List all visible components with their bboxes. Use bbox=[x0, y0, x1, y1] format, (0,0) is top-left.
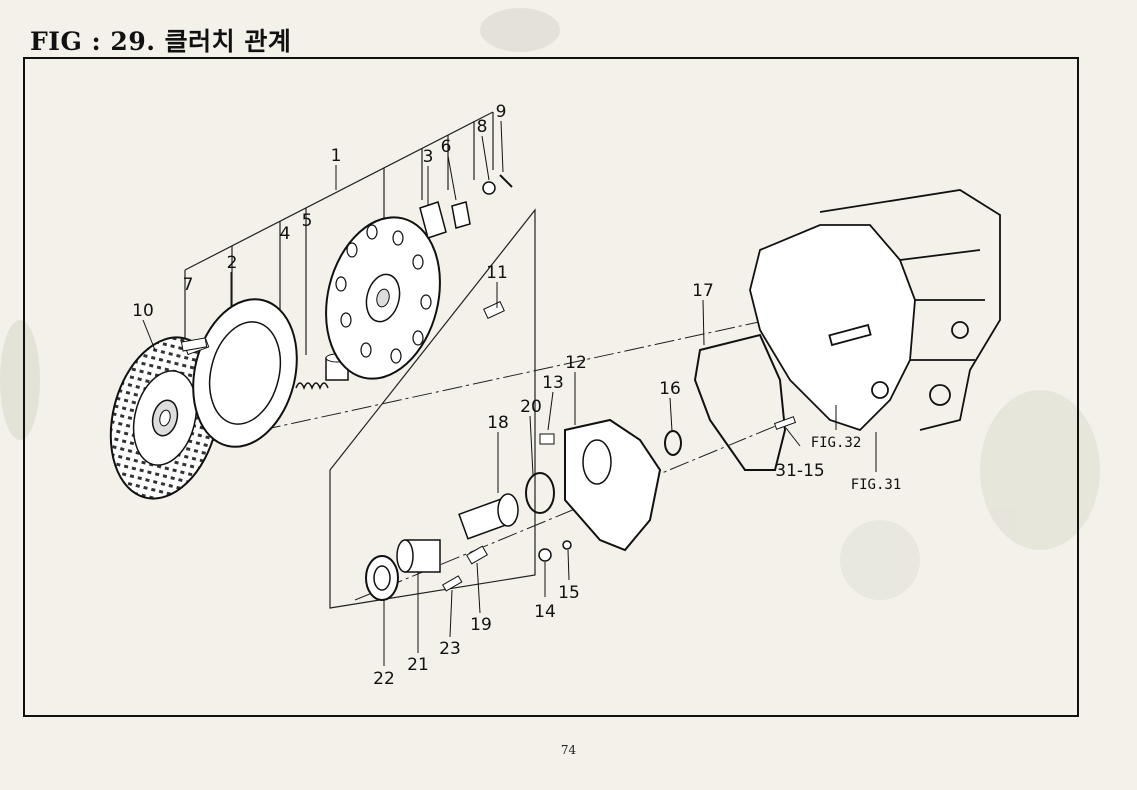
leader-lines bbox=[142, 120, 877, 666]
centre-axis bbox=[169, 299, 861, 451]
callout-1: 1 bbox=[331, 146, 342, 166]
paper-stains bbox=[0, 8, 1100, 600]
callout-12: 12 bbox=[565, 353, 587, 373]
callout-8: 8 bbox=[477, 117, 488, 137]
callout-31-15: 31-15 bbox=[775, 461, 824, 481]
nut-14 bbox=[538, 548, 552, 562]
nut-8 bbox=[482, 181, 496, 195]
callout-23: 23 bbox=[439, 639, 461, 659]
release-bearing-21 bbox=[396, 539, 441, 573]
pin-7 bbox=[180, 337, 208, 352]
figure-frame bbox=[23, 57, 1079, 717]
stud-31-15 bbox=[773, 416, 797, 430]
callout-15: 15 bbox=[558, 583, 580, 603]
callout-22: 22 bbox=[373, 669, 395, 689]
callout-11: 11 bbox=[486, 263, 508, 283]
figure-ref-32: FIG.32 bbox=[811, 435, 862, 451]
spring-4 bbox=[295, 382, 329, 391]
callout-9: 9 bbox=[496, 102, 507, 122]
clutch-disc-10 bbox=[109, 336, 221, 500]
bolt-11 bbox=[483, 301, 505, 319]
callout-7: 7 bbox=[183, 275, 194, 295]
callout-2: 2 bbox=[227, 253, 238, 273]
callout-13: 13 bbox=[542, 373, 564, 393]
callout-16: 16 bbox=[659, 379, 681, 399]
callout-19: 19 bbox=[470, 615, 492, 635]
callout-3: 3 bbox=[423, 147, 434, 167]
callout-18: 18 bbox=[487, 413, 509, 433]
callout-6: 6 bbox=[441, 137, 452, 157]
callout-21: 21 bbox=[407, 655, 429, 675]
circlip-16 bbox=[664, 430, 682, 456]
callout-17: 17 bbox=[692, 281, 714, 301]
callout-5: 5 bbox=[302, 211, 313, 231]
callout-14: 14 bbox=[534, 602, 556, 622]
seal-22 bbox=[365, 555, 399, 601]
clutch-housing-12 bbox=[564, 418, 662, 552]
transmission-housing bbox=[749, 189, 1001, 432]
bearing-carrier-18 bbox=[458, 493, 519, 540]
bolt-19 bbox=[466, 545, 488, 565]
clip-23 bbox=[442, 575, 463, 592]
lever-plate-6 bbox=[451, 201, 471, 229]
pin-9 bbox=[499, 174, 513, 188]
clutch-cover-1 bbox=[325, 216, 441, 380]
bolt-13 bbox=[539, 433, 555, 445]
callout-10: 10 bbox=[132, 301, 154, 321]
lower-assembly-bracket bbox=[329, 208, 536, 609]
o-ring-20 bbox=[525, 472, 555, 514]
page-number: 74 bbox=[560, 743, 577, 757]
figure-ref-31: FIG.31 bbox=[851, 477, 902, 493]
callout-20: 20 bbox=[520, 397, 542, 417]
gasket-17 bbox=[693, 333, 787, 471]
callout-4: 4 bbox=[280, 224, 291, 244]
washer-15 bbox=[562, 540, 572, 550]
release-lever-3 bbox=[419, 201, 447, 239]
page-title: FIG : 29. 클러치 관계 bbox=[30, 27, 292, 56]
upper-assembly-bracket bbox=[184, 111, 494, 370]
